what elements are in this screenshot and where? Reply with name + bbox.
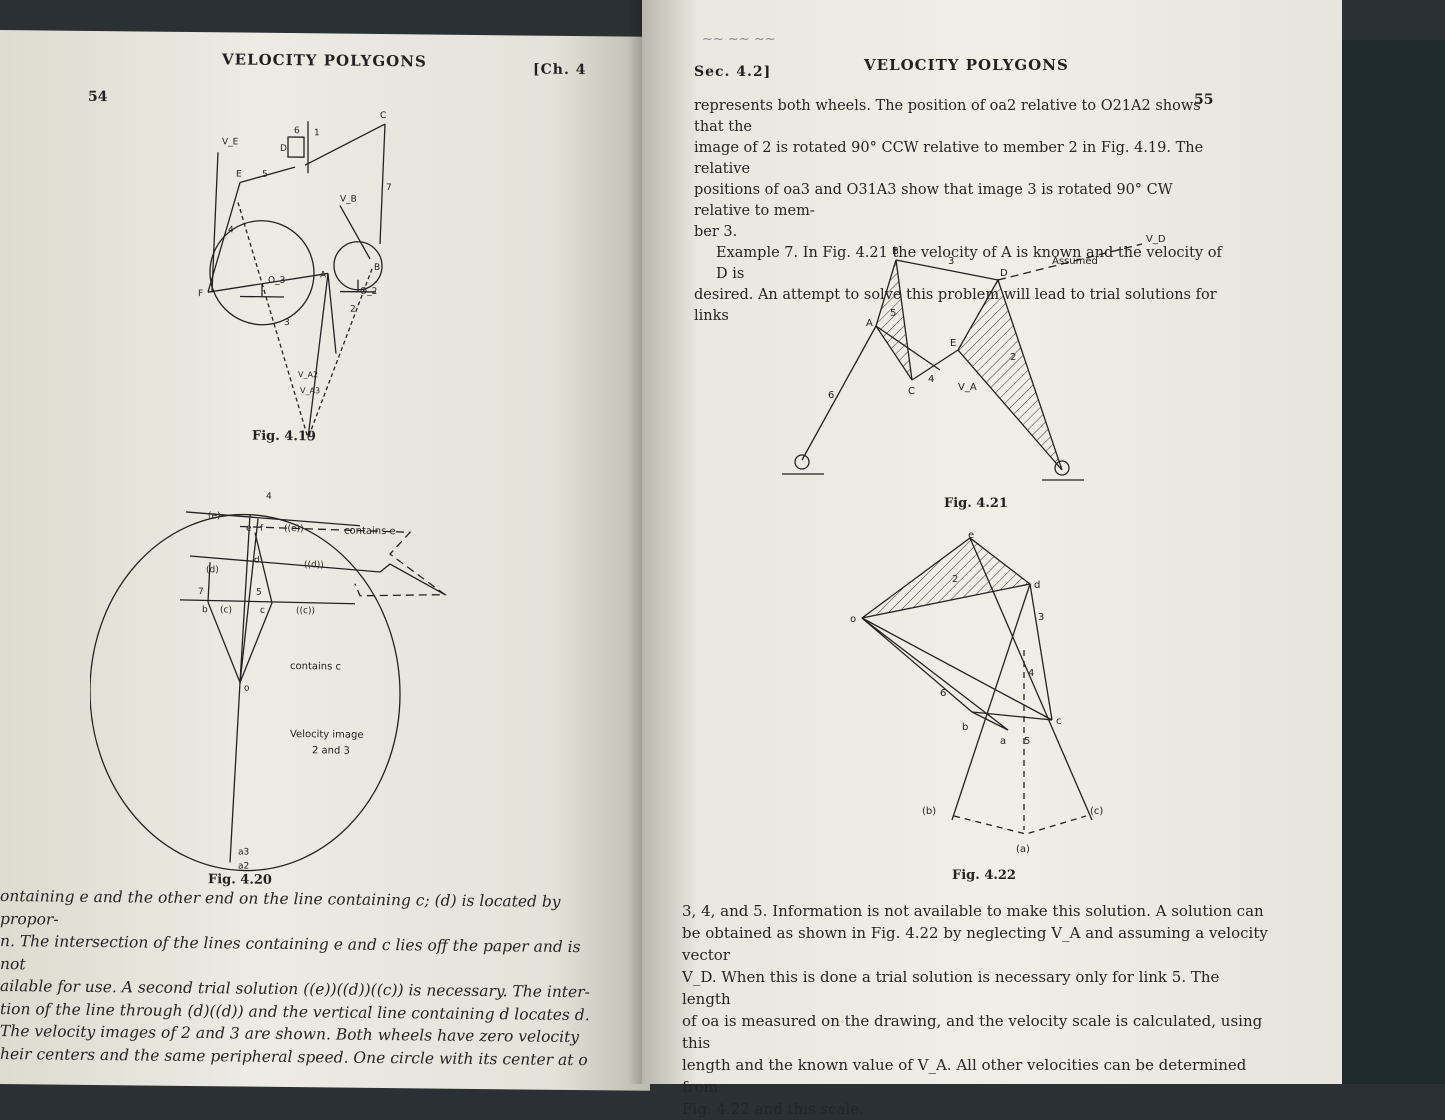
fig21-label-4: 4 bbox=[928, 374, 934, 385]
right-text-line: 3, 4, and 5. Information is not availabl… bbox=[682, 900, 1272, 922]
fig19-label-d: D bbox=[280, 144, 287, 154]
fig19-label-7: 7 bbox=[386, 183, 392, 193]
fig19-label-a: A bbox=[320, 270, 327, 280]
fig-4-19-diagram: V_E E 5 D 6 1 C 7 4 V_B F O_3 A O_2 B 3 … bbox=[190, 92, 410, 444]
fig20-label-7: 7 bbox=[198, 587, 204, 597]
fig20-contains-c: contains c bbox=[290, 661, 341, 673]
left-page: VELOCITY POLYGONS [Ch. 4 54 bbox=[0, 30, 650, 1091]
right-text-line: Fig. 4.22 and this scale. bbox=[682, 1098, 1272, 1120]
fig21-assumed: Assumed bbox=[1052, 256, 1098, 267]
fig-4-20-diagram: contains e contains c Velocity image 2 a… bbox=[90, 461, 590, 886]
fig20-label-c: c bbox=[260, 606, 265, 616]
fig22-label-4: 4 bbox=[1028, 668, 1034, 679]
fig21-label-3: 3 bbox=[948, 256, 954, 267]
right-text-line: V_D. When this is done a trial solution … bbox=[682, 966, 1272, 1010]
fig21-label-5: 5 bbox=[890, 308, 896, 319]
fig19-label-c: C bbox=[380, 111, 386, 121]
fig20-label-b: b bbox=[202, 605, 208, 615]
fig22-label-e: e bbox=[968, 530, 974, 541]
fig20-label-c-trial: (c) bbox=[220, 605, 232, 615]
right-page: ~~ ~~ ~~ Sec. 4.2] VELOCITY POLYGONS 55 … bbox=[642, 0, 1342, 1084]
fig19-label-4: 4 bbox=[228, 225, 234, 235]
fig-4-22-caption: Fig. 4.22 bbox=[952, 868, 1016, 883]
fig20-label-5: 5 bbox=[256, 588, 262, 598]
fig21-label-e: E bbox=[950, 338, 956, 349]
fig22-label-3: 3 bbox=[1038, 612, 1044, 623]
fig22-label-5: 5 bbox=[1024, 736, 1030, 747]
right-running-head: VELOCITY POLYGONS bbox=[864, 56, 1069, 74]
right-text-line: length and the known value of V_A. All o… bbox=[682, 1054, 1272, 1098]
right-text-line: represents both wheels. The position of … bbox=[694, 96, 1224, 138]
fig-4-21-caption: Fig. 4.21 bbox=[944, 496, 1008, 511]
fig19-label-f: F bbox=[198, 289, 203, 299]
left-chapter-label: [Ch. 4 bbox=[533, 62, 586, 79]
left-text-line: n. The intersection of the lines contain… bbox=[0, 930, 590, 981]
right-text-line: of oa is measured on the drawing, and th… bbox=[682, 1010, 1272, 1054]
fig20-velocity-image-2: 2 and 3 bbox=[312, 745, 350, 756]
right-text-line: be obtained as shown in Fig. 4.22 by neg… bbox=[682, 922, 1272, 966]
fig19-label-ve: V_E bbox=[222, 137, 239, 147]
fig21-label-b: B bbox=[892, 246, 899, 257]
fig19-label-b: B bbox=[374, 263, 380, 273]
fig19-label-1: 1 bbox=[314, 128, 320, 138]
fig19-label-vb: V_B bbox=[340, 195, 357, 205]
right-page-text-bottom: 3, 4, and 5. Information is not availabl… bbox=[682, 900, 1272, 1120]
fig19-label-6: 6 bbox=[294, 126, 300, 136]
fig19-label-5: 5 bbox=[262, 170, 268, 180]
right-text-line: positions of oa3 and O31A3 show that ima… bbox=[694, 180, 1224, 222]
fig22-label-d: d bbox=[1034, 580, 1040, 591]
left-page-number: 54 bbox=[88, 89, 107, 105]
book-cover-edge bbox=[1335, 40, 1445, 1084]
fig19-label-e: E bbox=[236, 169, 242, 179]
right-text-line: image of 2 is rotated 90° CCW relative t… bbox=[694, 138, 1224, 180]
fig22-label-b-trial: (b) bbox=[922, 806, 936, 817]
fig20-label-cc: ((c)) bbox=[296, 606, 315, 616]
fig20-label-f: f bbox=[260, 524, 264, 534]
fig21-label-2: 2 bbox=[1010, 352, 1016, 363]
right-section-label: Sec. 4.2] bbox=[694, 64, 771, 80]
fig22-label-c-trial: (c) bbox=[1090, 806, 1103, 817]
fig19-label-3: 3 bbox=[284, 318, 290, 328]
fig20-label-e: e bbox=[246, 524, 252, 534]
fig-4-19-caption: Fig. 4.19 bbox=[252, 429, 316, 445]
left-running-head: VELOCITY POLYGONS bbox=[222, 50, 427, 70]
fig22-label-b: b bbox=[962, 722, 968, 733]
fig21-label-6: 6 bbox=[828, 390, 834, 401]
fig22-label-6: 6 bbox=[940, 688, 946, 699]
fig21-label-d: D bbox=[1000, 268, 1008, 279]
fig19-label-va3: V_A3 bbox=[300, 386, 320, 395]
left-text-line: ontaining e and the other end on the lin… bbox=[0, 885, 590, 936]
fig-4-22-diagram: e 2 d o 3 4 6 b a c 5 (b) (c) (a) bbox=[842, 530, 1142, 860]
fig20-label-d: d bbox=[254, 556, 260, 566]
left-page-text: ontaining e and the other end on the lin… bbox=[0, 885, 590, 1071]
fig21-label-c: C bbox=[908, 386, 915, 397]
fig20-contains-e: contains e bbox=[344, 526, 396, 538]
fig20-label-a2: a2 bbox=[238, 861, 249, 871]
fig20-label-dd: ((d)) bbox=[304, 560, 324, 570]
fig20-label-o: o bbox=[244, 684, 250, 694]
fig19-label-o3: O_3 bbox=[268, 276, 285, 286]
handwritten-pencil-notes: ~~ ~~ ~~ bbox=[702, 32, 776, 47]
fig19-label-o2: O_2 bbox=[360, 287, 377, 297]
fig22-label-a-trial: (a) bbox=[1016, 844, 1030, 855]
fig22-label-c: c bbox=[1056, 716, 1062, 727]
fig19-label-2: 2 bbox=[350, 305, 356, 315]
fig20-label-d-trial: (d) bbox=[206, 565, 219, 575]
fig22-label-2: 2 bbox=[952, 574, 958, 585]
fig22-label-o: o bbox=[850, 614, 856, 625]
fig19-label-va2: V_A2 bbox=[298, 370, 318, 379]
fig21-label-vd: V_D bbox=[1146, 234, 1166, 245]
fig20-label-4: 4 bbox=[266, 492, 272, 502]
fig21-label-va: V_A bbox=[958, 382, 977, 393]
fig20-label-a3: a3 bbox=[238, 847, 249, 857]
open-book-spread: VELOCITY POLYGONS [Ch. 4 54 bbox=[0, 0, 1445, 1084]
fig20-velocity-image-1: Velocity image bbox=[290, 729, 364, 741]
fig20-label-e-trial: (e) bbox=[208, 511, 221, 521]
fig20-label-ee: ((e)) bbox=[284, 524, 304, 534]
fig-4-21-diagram: B 3 D V_D Assumed A 5 E 2 C 4 V_A 6 bbox=[762, 230, 1212, 490]
fig21-label-a: A bbox=[866, 318, 873, 329]
fig22-label-a: a bbox=[1000, 736, 1006, 747]
fig-4-20-caption: Fig. 4.20 bbox=[208, 872, 272, 888]
